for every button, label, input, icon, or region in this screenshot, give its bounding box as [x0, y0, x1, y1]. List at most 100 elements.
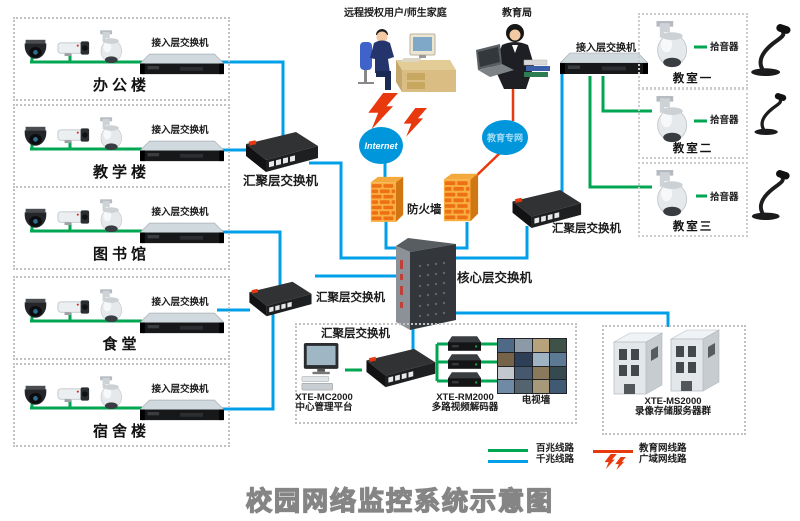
edu-net-cloud: 教育专网 — [482, 120, 528, 155]
rm-model-label: XTE-RM2000 — [436, 392, 494, 403]
building-name: 办公楼 — [92, 77, 150, 94]
aggregation-switch-bottom-label: 汇聚层交换机 — [321, 328, 390, 340]
aggregation-switch-1-icon — [236, 130, 320, 174]
remote-users-label: 远程授权用户/师生家庭 — [344, 8, 447, 19]
tv-wall-icon — [497, 338, 567, 394]
building-name: 教学楼 — [92, 164, 150, 181]
ms-desc-label: 录像存储服务器群 — [634, 406, 711, 417]
legend-wan-bolt-icon-2 — [614, 457, 626, 470]
classroom-name: 教室三 — [672, 221, 714, 233]
aggregation-switch-right-label: 汇聚层交换机 — [552, 223, 621, 235]
building-group-office: 接入层交换机 办公楼 — [13, 17, 230, 101]
microphone-icon-1 — [746, 24, 791, 76]
link-firewall1-to-core — [384, 221, 398, 250]
wan-bolt-2 — [403, 108, 427, 137]
legend-edu-line — [593, 450, 633, 453]
classroom-name: 教室二 — [672, 143, 714, 155]
access-switch-label: 接入层交换机 — [151, 297, 209, 308]
ptz-camera-icon — [652, 170, 690, 217]
management-pc-icon — [300, 343, 348, 391]
aggregation-switch-bottom-icon — [356, 347, 438, 389]
ms-model-label: XTE-MS2000 — [644, 396, 702, 407]
mc-model-label: XTE-MC2000 — [295, 392, 353, 403]
access-switch-label: 接入层交换机 — [151, 384, 209, 395]
dome-camera-icon — [22, 385, 49, 410]
legend-edu-label: 教育网线路 — [639, 443, 687, 454]
dome-camera-icon — [22, 126, 49, 151]
internet-label: Internet — [364, 140, 398, 151]
legend-100m-label: 百兆线路 — [536, 443, 575, 454]
dome-camera-icon — [22, 39, 49, 64]
bullet-camera-icon — [57, 298, 91, 317]
storage-group-box — [602, 325, 746, 435]
building-group-dorm: 接入层交换机 宿舍楼 — [13, 363, 230, 447]
decoder-icon-2 — [448, 354, 481, 371]
ptz-camera-icon — [97, 30, 124, 64]
building-name: 图书馆 — [92, 246, 150, 263]
building-name: 宿舍楼 — [92, 423, 150, 440]
link-edunet-to-firewall2 — [473, 151, 502, 179]
aggregation-switch-1-label: 汇聚层交换机 — [243, 174, 319, 188]
core-switch-label: 核心层交换机 — [457, 271, 533, 285]
aggregation-switch-2-label: 汇聚层交换机 — [316, 292, 385, 304]
legend-1000m-line — [488, 460, 528, 463]
link-raccess-classroom3 — [588, 76, 652, 189]
firewall-1-icon — [369, 175, 405, 222]
building-name: 食堂 — [102, 336, 141, 353]
classroom-group-1: 拾音器 教室一 — [638, 13, 748, 89]
pickup-label: 拾音器 — [710, 115, 739, 126]
ptz-camera-icon — [97, 376, 124, 410]
dome-camera-icon — [22, 208, 49, 233]
ptz-camera-icon — [652, 96, 690, 143]
microphone-icon-2 — [746, 93, 791, 135]
link-library-to-agg2 — [217, 230, 282, 287]
access-switch-label: 接入层交换机 — [151, 38, 209, 49]
remote-user-illustration — [358, 29, 456, 92]
internet-cloud: Internet — [359, 127, 403, 164]
bullet-camera-icon — [57, 385, 91, 404]
link-raccess-classroom2 — [601, 76, 652, 113]
pickup-label: 拾音器 — [710, 42, 739, 53]
core-switch-icon — [394, 234, 458, 332]
link-firewall2-to-core — [456, 222, 469, 250]
firewall-2-icon — [442, 171, 480, 222]
building-group-teaching: 接入层交换机 教学楼 — [13, 104, 230, 188]
edu-net-label: 教育专网 — [486, 133, 523, 143]
tv-wall-label: 电视墙 — [521, 395, 551, 406]
classroom-group-2: 拾音器 教室二 — [638, 88, 748, 159]
building-group-canteen: 接入层交换机 食堂 — [13, 276, 230, 360]
ptz-camera-icon — [97, 199, 124, 233]
ptz-camera-icon — [97, 117, 124, 151]
management-group-box — [295, 323, 577, 424]
ptz-camera-icon — [652, 21, 690, 68]
classroom-group-3: 拾音器 教室三 — [638, 162, 748, 237]
decoder-icon-1 — [448, 336, 481, 353]
aggregation-switch-2-icon — [238, 280, 316, 318]
legend-wan-label: 广域网线路 — [639, 454, 687, 465]
edu-bureau-label: 教育局 — [502, 8, 532, 19]
link-dorm-to-agg2 — [217, 314, 275, 411]
bullet-camera-icon — [57, 208, 91, 227]
access-switch-label: 接入层交换机 — [151, 207, 209, 218]
firewall-label: 防火墙 — [407, 204, 442, 216]
pickup-label: 拾音器 — [710, 192, 739, 203]
legend-100m-line — [488, 449, 528, 452]
right-access-switch-label: 接入层交换机 — [576, 43, 636, 54]
legend-1000m-label: 千兆线路 — [536, 454, 575, 465]
dome-camera-icon — [22, 298, 49, 323]
ptz-camera-icon — [97, 289, 124, 323]
mc-desc-label: 中心管理平台 — [295, 402, 353, 413]
access-switch-label: 接入层交换机 — [151, 125, 209, 136]
storage-server-icon-1 — [612, 330, 664, 398]
diagram-title: 校园网络监控系统示意图 — [245, 485, 554, 516]
bullet-camera-icon — [57, 39, 91, 58]
microphone-icon-3 — [746, 170, 791, 220]
storage-server-icon-2 — [669, 327, 721, 395]
rm-desc-label: 多路视频解码器 — [431, 402, 499, 413]
link-agg1-to-core — [309, 161, 398, 260]
link-aggright-to-core — [456, 226, 529, 260]
building-group-library: 接入层交换机 图书馆 — [13, 186, 230, 270]
classroom-name: 教室一 — [672, 73, 714, 85]
links-decoders-tvwall — [435, 342, 497, 383]
